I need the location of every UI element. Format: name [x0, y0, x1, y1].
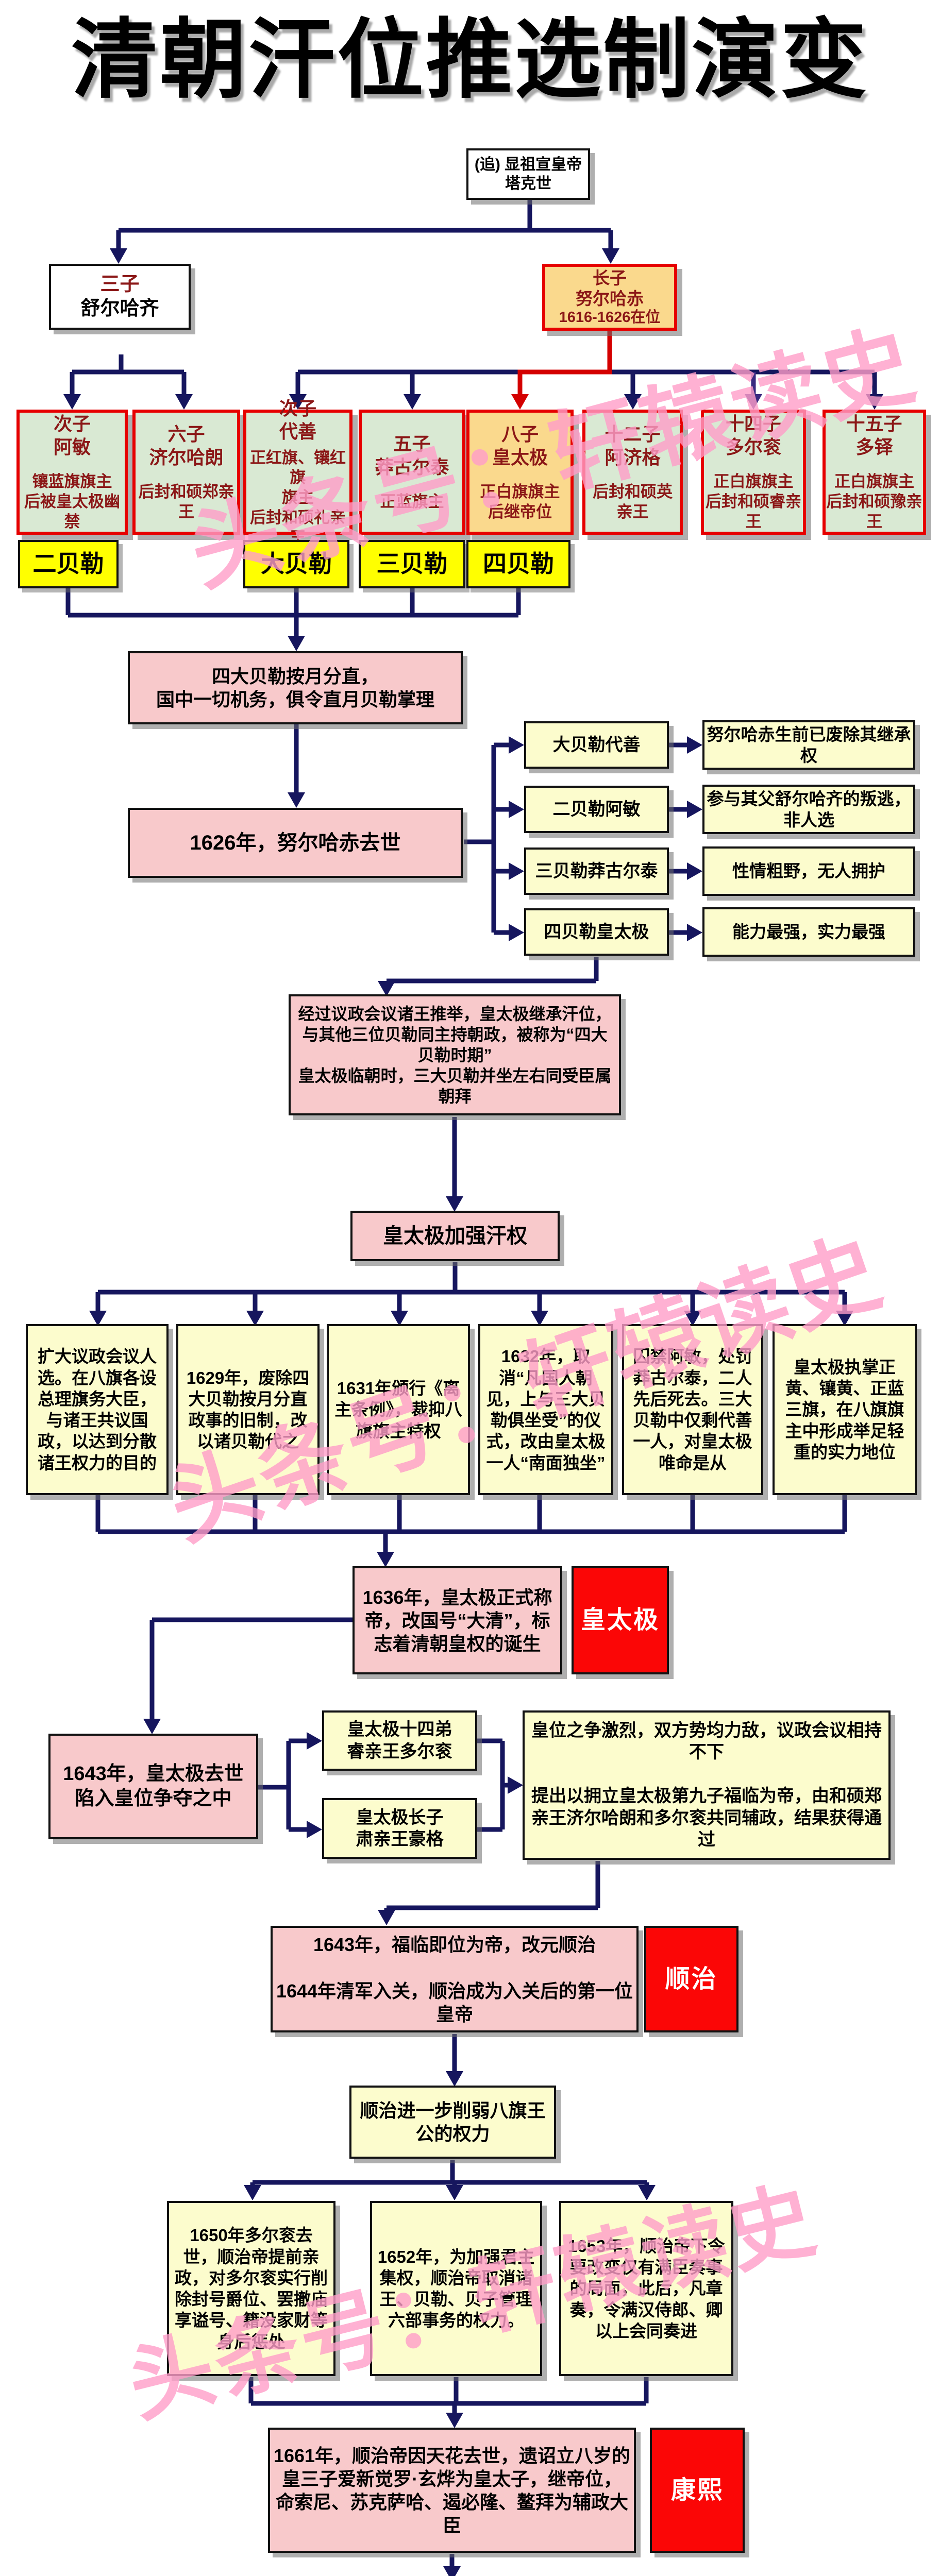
- label-beile-2: 二贝勒: [18, 540, 119, 588]
- node-succession: 经过议政会议诸王推举，皇太极继承汗位，与其他三位贝勒同主持朝政，被称为“四大贝勒…: [289, 994, 621, 1115]
- label-beile-da: 大贝勒: [243, 540, 349, 588]
- node-manggultai-note: 正蓝旗主: [380, 493, 444, 511]
- tag-kangxi: 康熙: [650, 2428, 745, 2553]
- node-duoduo-note: 正白旗旗主 后封和硕豫亲王: [826, 472, 922, 531]
- node-amin-note: 镶蓝旗旗主 后被皇太极幽禁: [24, 472, 120, 531]
- label-beile-4: 四贝勒: [466, 540, 570, 588]
- node-manggultai-head: 五子 莽古尔泰: [375, 433, 449, 478]
- node-ajige-note: 后封和硕英亲王: [593, 482, 673, 521]
- node-death-1626: 1626年，努尔哈赤去世: [128, 808, 463, 878]
- node-ajige: 十二子 阿济格 后封和硕英亲王: [582, 410, 683, 535]
- node-daishan-head: 次子 代善: [279, 397, 316, 442]
- measure-3: 1631年颁行《离主条例》，裁抑八旗旗主特权: [327, 1324, 470, 1495]
- shunzhi-measure-2: 1652年，为加强君主集权，顺治帝取消诸王、贝勒、贝子管理六部事务的权力。: [370, 2201, 542, 2376]
- candidate-manggultai-note: 性情粗野，无人拥护: [702, 846, 915, 896]
- candidate-amin: 二贝勒阿敏: [524, 786, 669, 833]
- shunzhi-measure-3: 1653年，顺治帝下令要改变仅有满臣奏事的局面，此后，凡章奏，令满汉侍郎、卿以上…: [559, 2201, 733, 2376]
- node-daishan-note: 正红旗、镶红旗 旗主 后封和硕礼亲王: [250, 448, 346, 547]
- node-empire-1636: 1636年，皇太极正式称帝，改国号“大清”，标志着清朝皇权的诞生: [352, 1566, 562, 1674]
- measure-2: 1629年，废除四大贝勒按月分直政事的旧制，改以诸贝勒代之: [176, 1324, 320, 1495]
- candidate-manggultai: 三贝勒莽古尔泰: [524, 848, 669, 895]
- shunzhi-measure-1: 1650年多尔衮去世，顺治帝提前亲政，对多尔衮实行削除封号爵位、罢撤庙享谥号、籍…: [167, 2201, 335, 2376]
- node-nuerhachi-name: 努尔哈赤: [576, 289, 644, 308]
- node-legacy-1661: 1661年，顺治帝因天花去世，遗诏立八岁的皇三子爱新觉罗·玄烨为皇太子，继帝位，…: [268, 2428, 636, 2553]
- label-beile-3: 三贝勒: [359, 540, 465, 588]
- node-duoduo-head: 十五子 多铎: [846, 413, 902, 458]
- node-takeshi: (追) 显祖宣皇帝 塔克世: [466, 148, 590, 200]
- node-duoduo: 十五子 多铎 正白旗旗主 后封和硕豫亲王: [822, 410, 926, 535]
- node-duoergun-head: 十四子 多尔衮: [725, 413, 781, 458]
- node-duoergun: 十四子 多尔衮 正白旗旗主 后封和硕睿亲王: [701, 410, 806, 535]
- node-huangtaiji-head: 八子 皇太极: [492, 423, 548, 468]
- watermark-bottom: 头条号：轩辕读史: [119, 2171, 827, 2433]
- tag-shunzhi: 顺治: [644, 1926, 738, 2032]
- node-strengthen: 皇太极加强汗权: [350, 1211, 560, 1261]
- node-duoergun-note: 正白旗旗主 后封和硕睿亲王: [706, 472, 801, 531]
- candidate-huangtaiji-note: 能力最强，实力最强: [702, 907, 915, 957]
- node-nuerhachi-rank: 长子: [593, 268, 627, 287]
- measure-4: 1632年，取消“凡国人朝见，上与三大贝勒俱坐受”的仪式，改由皇太极一人“南面独…: [478, 1324, 613, 1495]
- node-huangtaiji-note: 正白旗旗主 后继帝位: [480, 482, 560, 521]
- node-jierhalang-note: 后封和硕郑亲王: [138, 482, 234, 521]
- node-shunzhi-rise: 1643年，福临即位为帝，改元顺治 1644年清军入关，顺治成为入关后的第一位皇…: [271, 1926, 639, 2032]
- page-title: 清朝汗位推选制演变: [71, 11, 869, 108]
- node-shuerhaqi: 三子 舒尔哈齐: [49, 264, 191, 330]
- node-claim-haoge: 皇太极长子 肃亲王豪格: [322, 1798, 477, 1859]
- candidate-daishan-note: 努尔哈赤生前已废除其继承权: [702, 720, 915, 770]
- node-manggultai: 五子 莽古尔泰 正蓝旗主: [359, 410, 465, 535]
- node-jierhalang: 六子 济尔哈朗 后封和硕郑亲王: [132, 410, 240, 535]
- tag-huangtaiji: 皇太极: [572, 1566, 669, 1674]
- measure-5: 囚禁阿敏，处罚莽古尔泰，二人先后死去。三大贝勒中仅剩代善一人，对皇太极唯命是从: [622, 1324, 763, 1495]
- node-shuerhaqi-rank: 三子: [100, 273, 140, 295]
- node-weaken: 顺治进一步削弱八旗王公的权力: [349, 2086, 556, 2159]
- node-nuerhachi-reign: 1616-1626在位: [559, 309, 661, 326]
- measure-1: 扩大议政会议人选。在八旗各设总理旗务大臣，与诸王共议国政，以达到分散诸王权力的目…: [26, 1324, 169, 1495]
- node-ajige-head: 十二子 阿济格: [605, 423, 661, 468]
- candidate-huangtaiji: 四贝勒皇太极: [524, 908, 669, 956]
- node-claim-duoergun: 皇太极十四弟 睿亲王多尔衮: [322, 1710, 477, 1771]
- node-amin-head: 次子 阿敏: [53, 413, 91, 458]
- node-compromise: 皇位之争激烈，双方势均力敌，议政会议相持不下 提出以拥立皇太极第九子福临为帝，由…: [523, 1710, 891, 1860]
- candidate-daishan: 大贝勒代善: [524, 721, 669, 769]
- node-jierhalang-head: 六子 济尔哈朗: [149, 423, 224, 468]
- node-huangtaiji: 八子 皇太极 正白旗旗主 后继帝位: [466, 410, 574, 535]
- node-death-1643: 1643年，皇太极去世 陷入皇位争夺之中: [48, 1734, 258, 1839]
- node-daishan: 次子 代善 正红旗、镶红旗 旗主 后封和硕礼亲王: [243, 398, 352, 547]
- measure-6: 皇太极执掌正黄、镶黄、正蓝三旗，在八旗旗主中形成举足轻重的实力地位: [773, 1324, 917, 1495]
- node-joint-rule: 四大贝勒按月分直， 国中一切机务，俱令直月贝勒掌理: [128, 651, 463, 724]
- candidate-amin-note: 参与其父舒尔哈齐的叛逃，非人选: [702, 785, 915, 834]
- node-nuerhachi: 长子 努尔哈赤 1616-1626在位: [542, 264, 677, 331]
- node-amin: 次子 阿敏 镶蓝旗旗主 后被皇太极幽禁: [16, 410, 128, 535]
- node-shuerhaqi-name: 舒尔哈齐: [80, 298, 159, 319]
